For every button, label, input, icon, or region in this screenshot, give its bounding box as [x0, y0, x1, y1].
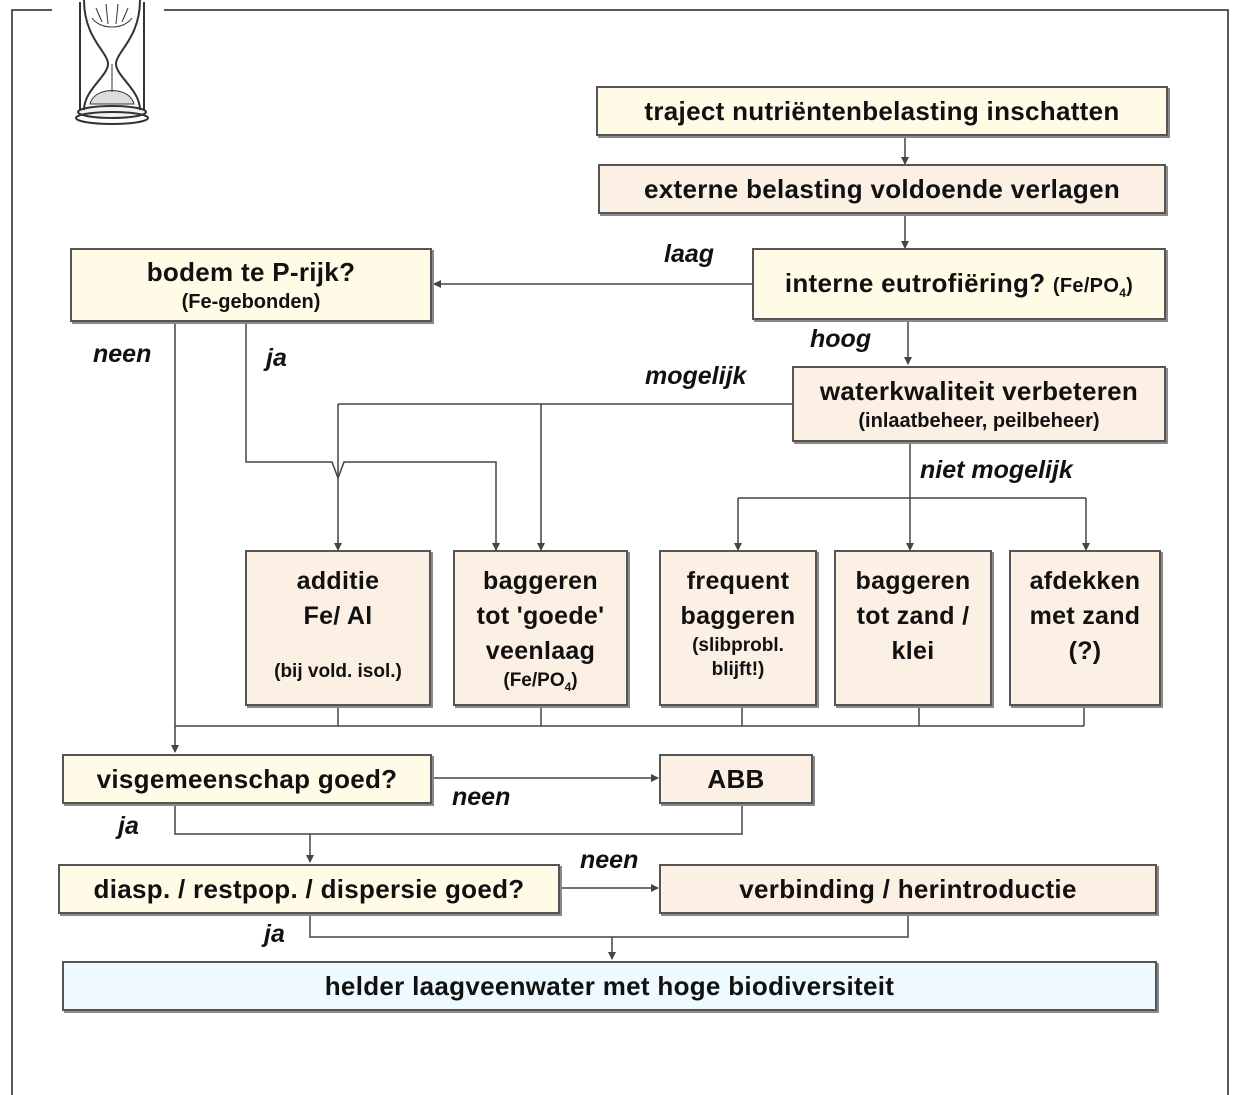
box-verbinding: verbinding / herintroductie	[659, 864, 1157, 914]
box-externe-belasting: externe belasting voldoende verlagen	[598, 164, 1166, 214]
box-baggeren-zand-klei: baggeren tot zand / klei	[834, 550, 992, 706]
box-interne-eutrofiering: interne eutrofiëring? (Fe/PO4)	[752, 248, 1166, 320]
box-visgemeenschap: visgemeenschap goed?	[62, 754, 432, 804]
box-afdekken: afdekken met zand (?)	[1009, 550, 1161, 706]
box-frequent-baggeren: frequent baggeren (slibprobl. blijft!)	[659, 550, 817, 706]
box-waterkwaliteit: waterkwaliteit verbeteren (inlaatbeheer,…	[792, 366, 1166, 442]
box-bodem: bodem te P-rijk? (Fe-gebonden)	[70, 248, 432, 322]
label-neen-diasp: neen	[580, 846, 639, 874]
box-helder-laagveenwater: helder laagveenwater met hoge biodiversi…	[62, 961, 1157, 1011]
box-diasp: diasp. / restpop. / dispersie goed?	[58, 864, 560, 914]
label-laag: laag	[664, 240, 715, 268]
box-abb: ABB	[659, 754, 813, 804]
label-neen-vis: neen	[452, 783, 511, 811]
box-traject: traject nutriëntenbelasting inschatten	[596, 86, 1168, 136]
label-hoog: hoog	[810, 325, 872, 353]
line-ja-diasp	[309, 914, 909, 938]
hourglass-icon	[75, 0, 149, 125]
box-additie: additie Fe/ Al (bij vold. isol.)	[245, 550, 431, 706]
label-niet-mogelijk: niet mogelijk	[920, 456, 1073, 484]
label-neen-bodem: neen	[93, 340, 152, 368]
page-frame	[11, 9, 1229, 1095]
line-ja-vis	[174, 804, 743, 835]
label-ja-vis: ja	[118, 812, 139, 840]
label-ja-diasp: ja	[264, 920, 285, 948]
intern-title: interne eutrofiëring? (Fe/PO4)	[784, 268, 1134, 300]
label-ja-bodem: ja	[266, 344, 287, 372]
label-mogelijk: mogelijk	[645, 362, 747, 390]
box-baggeren-veenlaag: baggeren tot 'goede' veenlaag (Fe/PO4)	[453, 550, 628, 706]
